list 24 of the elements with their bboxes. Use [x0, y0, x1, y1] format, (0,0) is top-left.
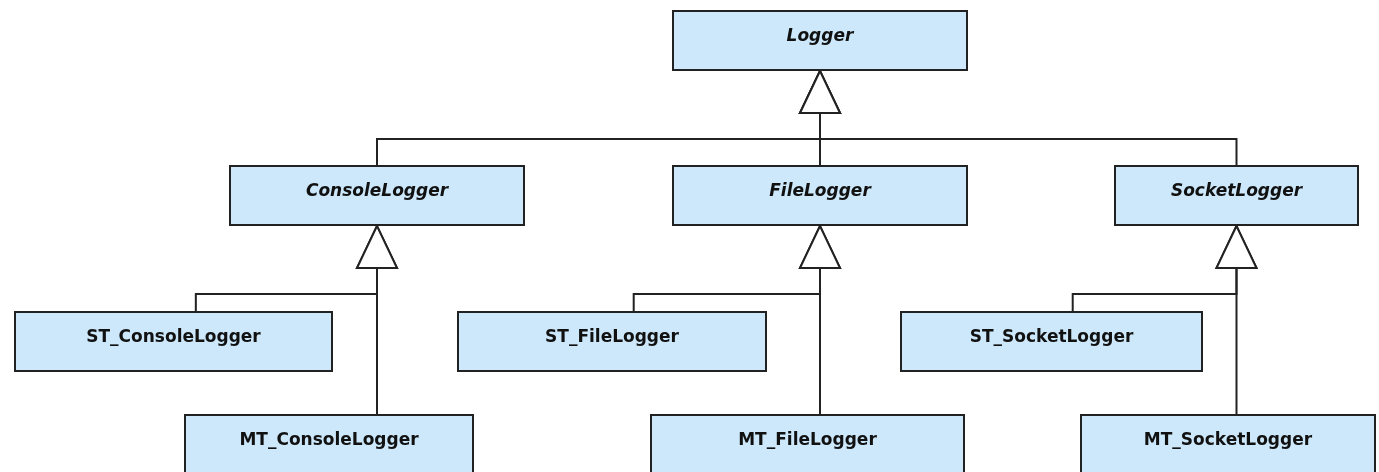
class-box	[650, 414, 965, 472]
class-box	[900, 311, 1203, 372]
class-name: Logger	[785, 25, 855, 45]
class-name: FileLogger	[768, 180, 873, 200]
inheritance-arrow	[356, 225, 398, 415]
class-name: MT_FileLogger	[737, 429, 878, 449]
inheritance-arrow	[1215, 225, 1258, 415]
class-name: MT_SocketLogger	[1142, 429, 1314, 449]
class-box	[14, 311, 333, 372]
class-name: SocketLogger	[1169, 180, 1304, 200]
class-name: ConsoleLogger	[304, 180, 450, 200]
inheritance-arrow	[799, 225, 841, 415]
abstract-class-box	[1114, 165, 1359, 226]
class-name: ST_FileLogger	[544, 326, 680, 346]
inheritance-arrow	[799, 70, 1238, 166]
abstract-class-box	[672, 165, 968, 226]
class-box	[184, 414, 474, 472]
class-box	[1080, 414, 1376, 472]
class-name: MT_ConsoleLogger	[238, 429, 420, 449]
class-box	[457, 311, 767, 372]
abstract-class-box	[672, 10, 968, 71]
class-name: ST_ConsoleLogger	[85, 326, 262, 346]
class-name: ST_SocketLogger	[968, 326, 1135, 346]
abstract-class-box	[229, 165, 525, 226]
